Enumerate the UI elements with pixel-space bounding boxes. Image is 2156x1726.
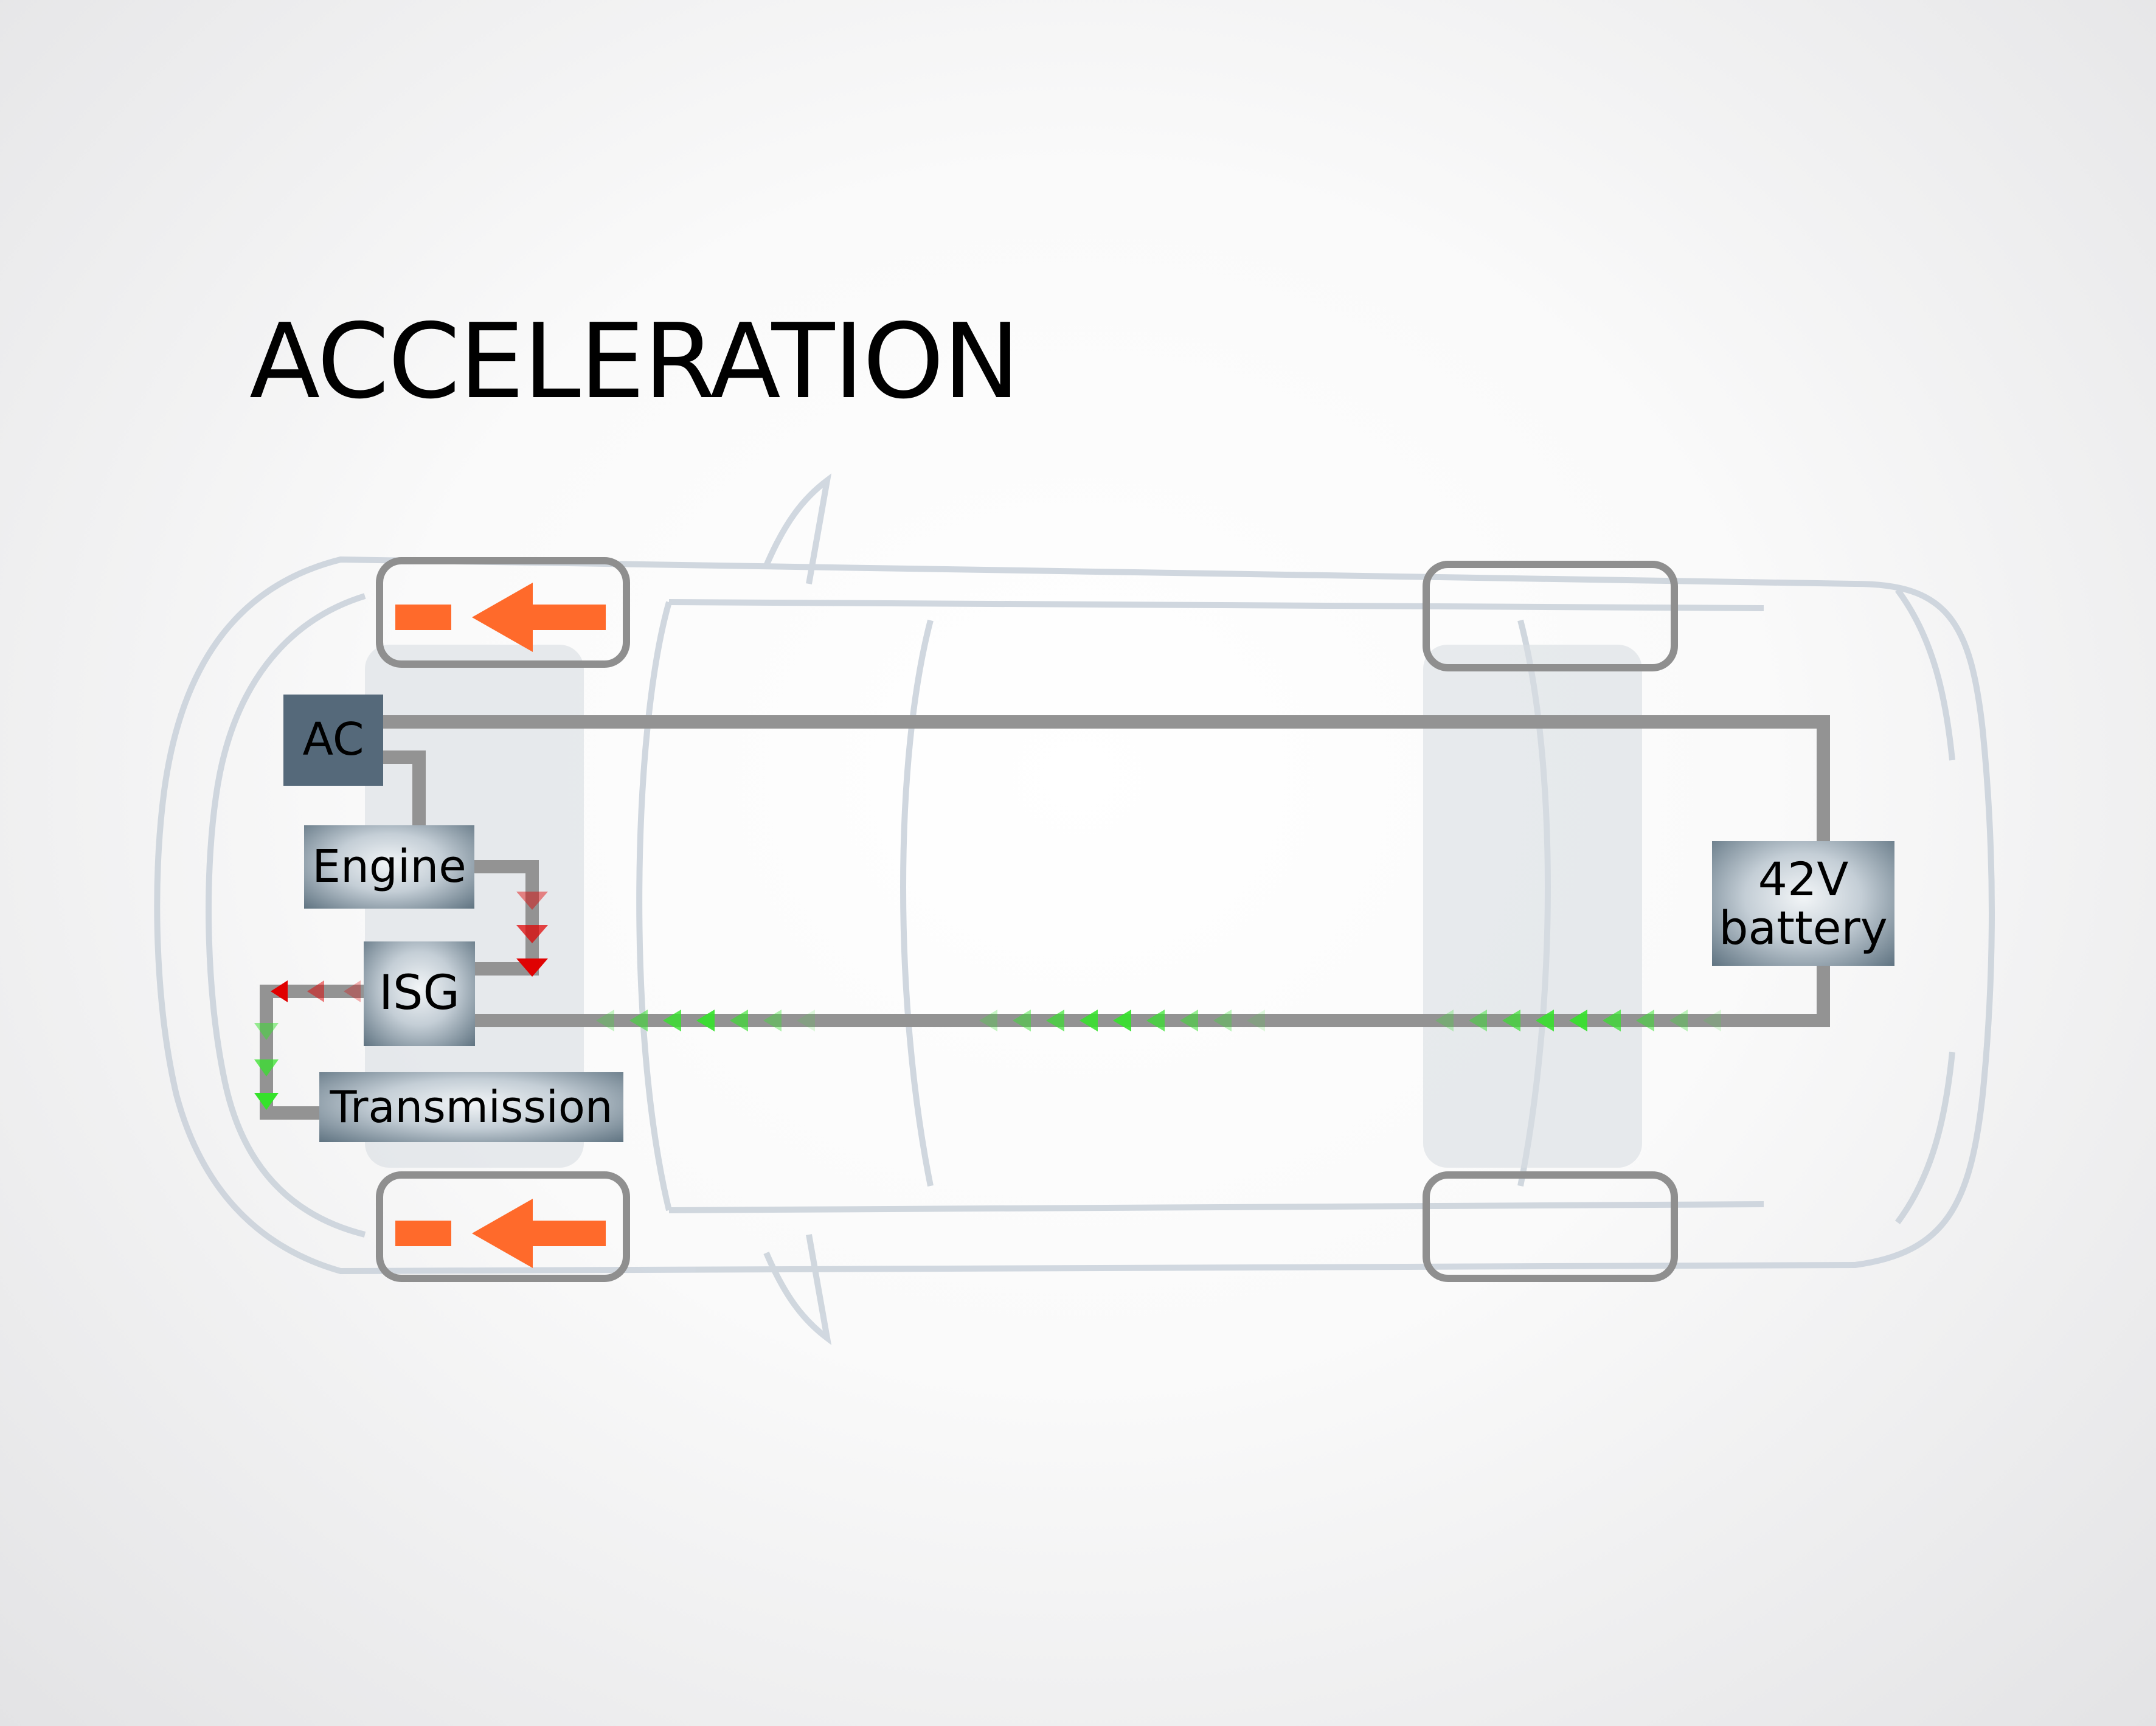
electrical-flow-arrow bbox=[1669, 1010, 1688, 1031]
electrical-flow-arrow bbox=[1046, 1010, 1064, 1031]
engine-box: Engine bbox=[304, 825, 474, 909]
electrical-flow-arrow bbox=[1703, 1010, 1721, 1031]
isg-box: ISG bbox=[364, 941, 475, 1046]
electrical-flow-arrow bbox=[1636, 1010, 1654, 1031]
mechanical-flow-arrow bbox=[344, 980, 361, 1002]
electrical-flow-arrow bbox=[763, 1010, 782, 1031]
rear-left-wheel bbox=[1423, 561, 1678, 671]
electrical-flow-arrow bbox=[1247, 1010, 1265, 1031]
electrical-flow-arrow bbox=[696, 1010, 715, 1031]
electrical-flow-arrow bbox=[1113, 1010, 1131, 1031]
electrical-flow-arrows bbox=[254, 1010, 1721, 1110]
electrical-flow-arrow bbox=[1080, 1010, 1098, 1031]
front-left-wheel bbox=[376, 557, 630, 668]
electrical-flow-arrow bbox=[1536, 1010, 1554, 1031]
electrical-flow-arrow bbox=[629, 1010, 648, 1031]
electrical-flow-arrow bbox=[596, 1010, 614, 1031]
rear-right-wheel bbox=[1423, 1171, 1678, 1282]
electrical-flow-arrow bbox=[1569, 1010, 1587, 1031]
electrical-flow-arrow bbox=[730, 1010, 748, 1031]
electrical-flow-arrow bbox=[979, 1010, 997, 1031]
ac-box: AC bbox=[283, 695, 383, 786]
battery-label-line2: battery bbox=[1719, 900, 1888, 955]
diagram-title: ACCELERATION bbox=[249, 302, 1021, 422]
electrical-flow-arrow bbox=[1146, 1010, 1165, 1031]
ac-label: AC bbox=[302, 713, 364, 766]
battery-label-line1: 42V bbox=[1758, 851, 1849, 906]
electrical-flow-arrow bbox=[1180, 1010, 1198, 1031]
transmission-label: Transmission bbox=[330, 1081, 613, 1132]
mechanical-flow-arrow bbox=[516, 958, 548, 977]
electrical-flow-arrow bbox=[1603, 1010, 1621, 1031]
mechanical-flow-arrow bbox=[516, 892, 548, 910]
mechanical-flow-arrow bbox=[307, 980, 324, 1002]
transmission-box: Transmission bbox=[319, 1072, 623, 1142]
front-left-wheel-arrow bbox=[395, 583, 606, 652]
front-right-wheel-arrow bbox=[395, 1199, 606, 1268]
battery-box: 42V battery bbox=[1712, 841, 1894, 966]
electrical-flow-arrow bbox=[254, 1023, 279, 1040]
electrical-flow-arrow bbox=[1435, 1010, 1454, 1031]
electrical-flow-arrow bbox=[1469, 1010, 1487, 1031]
electrical-flow-arrow bbox=[797, 1010, 815, 1031]
electrical-flow-arrow bbox=[254, 1093, 279, 1110]
electrical-flow-arrow bbox=[1013, 1010, 1031, 1031]
mechanical-flow-arrow bbox=[516, 925, 548, 943]
electrical-flow-arrow bbox=[663, 1010, 681, 1031]
front-right-wheel bbox=[376, 1171, 630, 1282]
electrical-flow-arrow bbox=[254, 1059, 279, 1076]
mechanical-flow-arrow bbox=[271, 980, 288, 1002]
electrical-flow-arrow bbox=[1213, 1010, 1232, 1031]
isg-label: ISG bbox=[379, 966, 460, 1021]
electrical-flow-arrow bbox=[1502, 1010, 1520, 1031]
mechanical-flow-arrows bbox=[271, 892, 548, 1002]
engine-label: Engine bbox=[312, 840, 466, 893]
